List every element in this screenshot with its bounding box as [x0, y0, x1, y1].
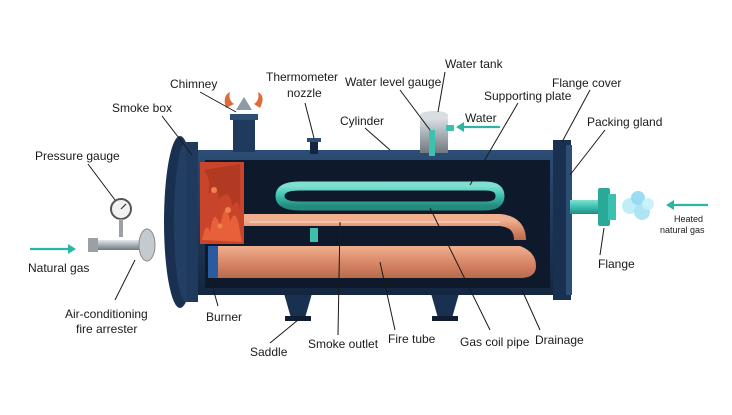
label-heated-gas-2: natural gas — [660, 225, 705, 235]
leader-lines — [87, 71, 606, 344]
label-heated-gas-1: Heated — [674, 214, 703, 224]
label-drainage: Drainage — [535, 333, 584, 347]
label-thermometer-1: Thermometer — [266, 70, 338, 84]
label-flange-cover: Flange cover — [552, 76, 621, 90]
label-cylinder: Cylinder — [340, 114, 384, 128]
flange — [570, 188, 616, 226]
smoke-box-head — [164, 136, 198, 308]
label-smoke-outlet: Smoke outlet — [308, 337, 379, 351]
saddle-left — [283, 290, 313, 321]
chimney — [224, 92, 263, 152]
label-gas-coil-pipe: Gas coil pipe — [460, 335, 530, 349]
label-air-conditioning-2: fire arrester — [76, 322, 137, 336]
flame-icon — [200, 162, 244, 244]
label-burner: Burner — [206, 310, 242, 324]
label-thermometer-2: nozzle — [287, 86, 322, 100]
label-chimney: Chimney — [170, 77, 217, 91]
gas-coil-pipe — [275, 181, 580, 242]
label-water: Water — [465, 111, 497, 125]
steam-cloud-icon — [622, 191, 654, 220]
water-level-gauge — [429, 130, 435, 156]
label-saddle: Saddle — [250, 345, 288, 359]
label-packing-gland: Packing gland — [587, 115, 662, 129]
label-supporting-plate: Supporting plate — [484, 89, 572, 103]
water-tank — [420, 111, 448, 156]
label-water-level-gauge: Water level gauge — [345, 75, 442, 89]
label-smoke-box: Smoke box — [112, 101, 172, 115]
label-natural-gas: Natural gas — [28, 261, 89, 275]
burner-nozzle — [208, 246, 218, 278]
label-flange: Flange — [598, 257, 635, 271]
natural-gas-arrow — [30, 244, 76, 254]
heated-gas-arrow — [666, 200, 708, 210]
saddle-right — [430, 290, 460, 321]
label-water-tank: Water tank — [445, 57, 504, 71]
flange-cover — [553, 140, 572, 300]
pressure-gauge-icon — [110, 198, 132, 237]
natural-gas-inlet — [88, 228, 156, 262]
label-fire-tube: Fire tube — [388, 332, 436, 346]
water-tap-icon — [446, 125, 454, 131]
label-pressure-gauge: Pressure gauge — [35, 149, 120, 163]
water-arrow — [456, 122, 500, 132]
thermometer-nozzle — [307, 138, 321, 154]
label-air-conditioning-1: Air-conditioning — [65, 307, 148, 321]
fire-tube — [208, 214, 536, 278]
